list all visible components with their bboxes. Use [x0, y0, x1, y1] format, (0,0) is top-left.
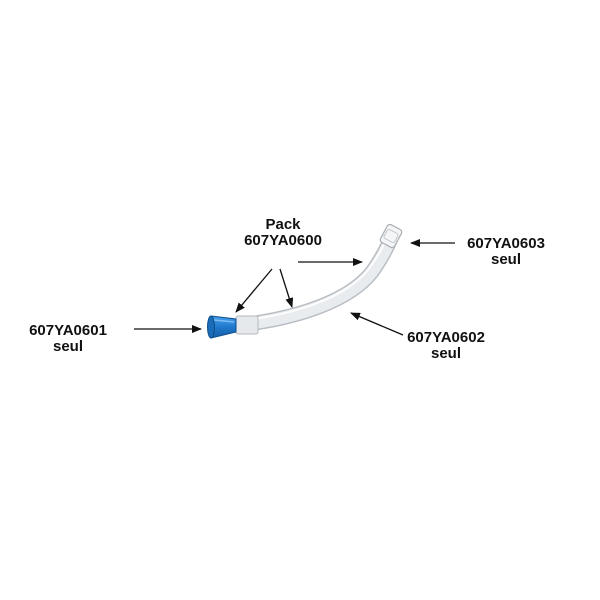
part-0602-suffix: seul [430, 345, 461, 362]
blue-connector [207, 315, 237, 339]
part-0603-suffix: seul [490, 251, 521, 268]
part-0601-label: 607YA0601 seul [18, 323, 118, 355]
arrow-0602 [350, 312, 404, 336]
part-0602-label: 607YA0602 seul [396, 330, 496, 362]
part-0602-code: 607YA0602 [407, 329, 485, 346]
part-0601-code: 607YA0601 [29, 322, 107, 339]
arrow-pack-middle [279, 268, 294, 308]
arrow-pack-left [235, 268, 273, 313]
tube-tip-end [379, 223, 403, 249]
part-0603-code: 607YA0603 [467, 235, 545, 252]
pack-label: Pack 607YA0600 [228, 217, 338, 249]
pack-title: Pack [265, 216, 301, 233]
pack-code: 607YA0600 [244, 232, 322, 249]
curved-tube [232, 228, 400, 333]
part-0603-label: 607YA0603 seul [456, 236, 556, 268]
tube-collar [235, 315, 259, 335]
part-0601-suffix: seul [52, 338, 83, 355]
